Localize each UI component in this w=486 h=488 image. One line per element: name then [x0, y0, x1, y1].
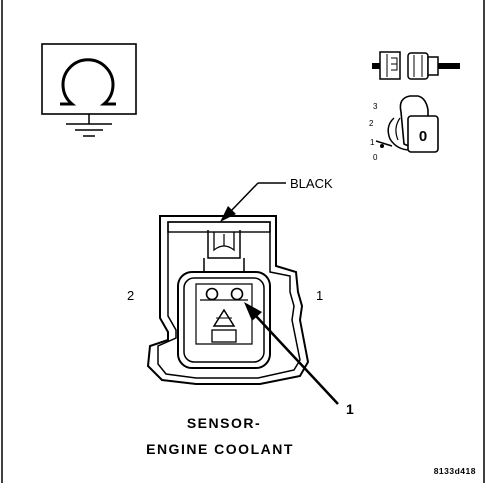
latch [207, 230, 241, 259]
figure-reference: 8133d418 [434, 466, 476, 476]
pin-1-terminal [230, 287, 244, 301]
ignition-switch-icon [375, 95, 439, 153]
lock-tab-top [167, 221, 271, 233]
ohmmeter-icon [41, 43, 137, 137]
component-title-line1: SENSOR- [187, 415, 261, 431]
ignition-position-0: 0 [373, 153, 378, 162]
connector-housing-outer [146, 215, 310, 385]
sensor-connector [146, 215, 310, 385]
ignition-key-label: 0 [419, 128, 427, 145]
connector-color-label: BLACK [290, 176, 333, 191]
callout-number: 1 [346, 401, 354, 417]
ignition-position-2: 2 [369, 119, 374, 128]
component-title-line2: ENGINE COOLANT [146, 441, 294, 457]
pin-2-terminal [205, 287, 219, 301]
color-leader-line [220, 182, 286, 222]
ignition-position-1: 1 [370, 138, 375, 147]
connector-housing-inner [157, 221, 301, 379]
pin-label-1: 1 [316, 288, 323, 303]
terminal-cavity [177, 271, 271, 369]
callout-arrow [244, 302, 339, 405]
pin-label-2: 2 [127, 288, 134, 303]
disconnected-connector-icon [372, 51, 460, 80]
ignition-position-3: 3 [373, 102, 378, 111]
